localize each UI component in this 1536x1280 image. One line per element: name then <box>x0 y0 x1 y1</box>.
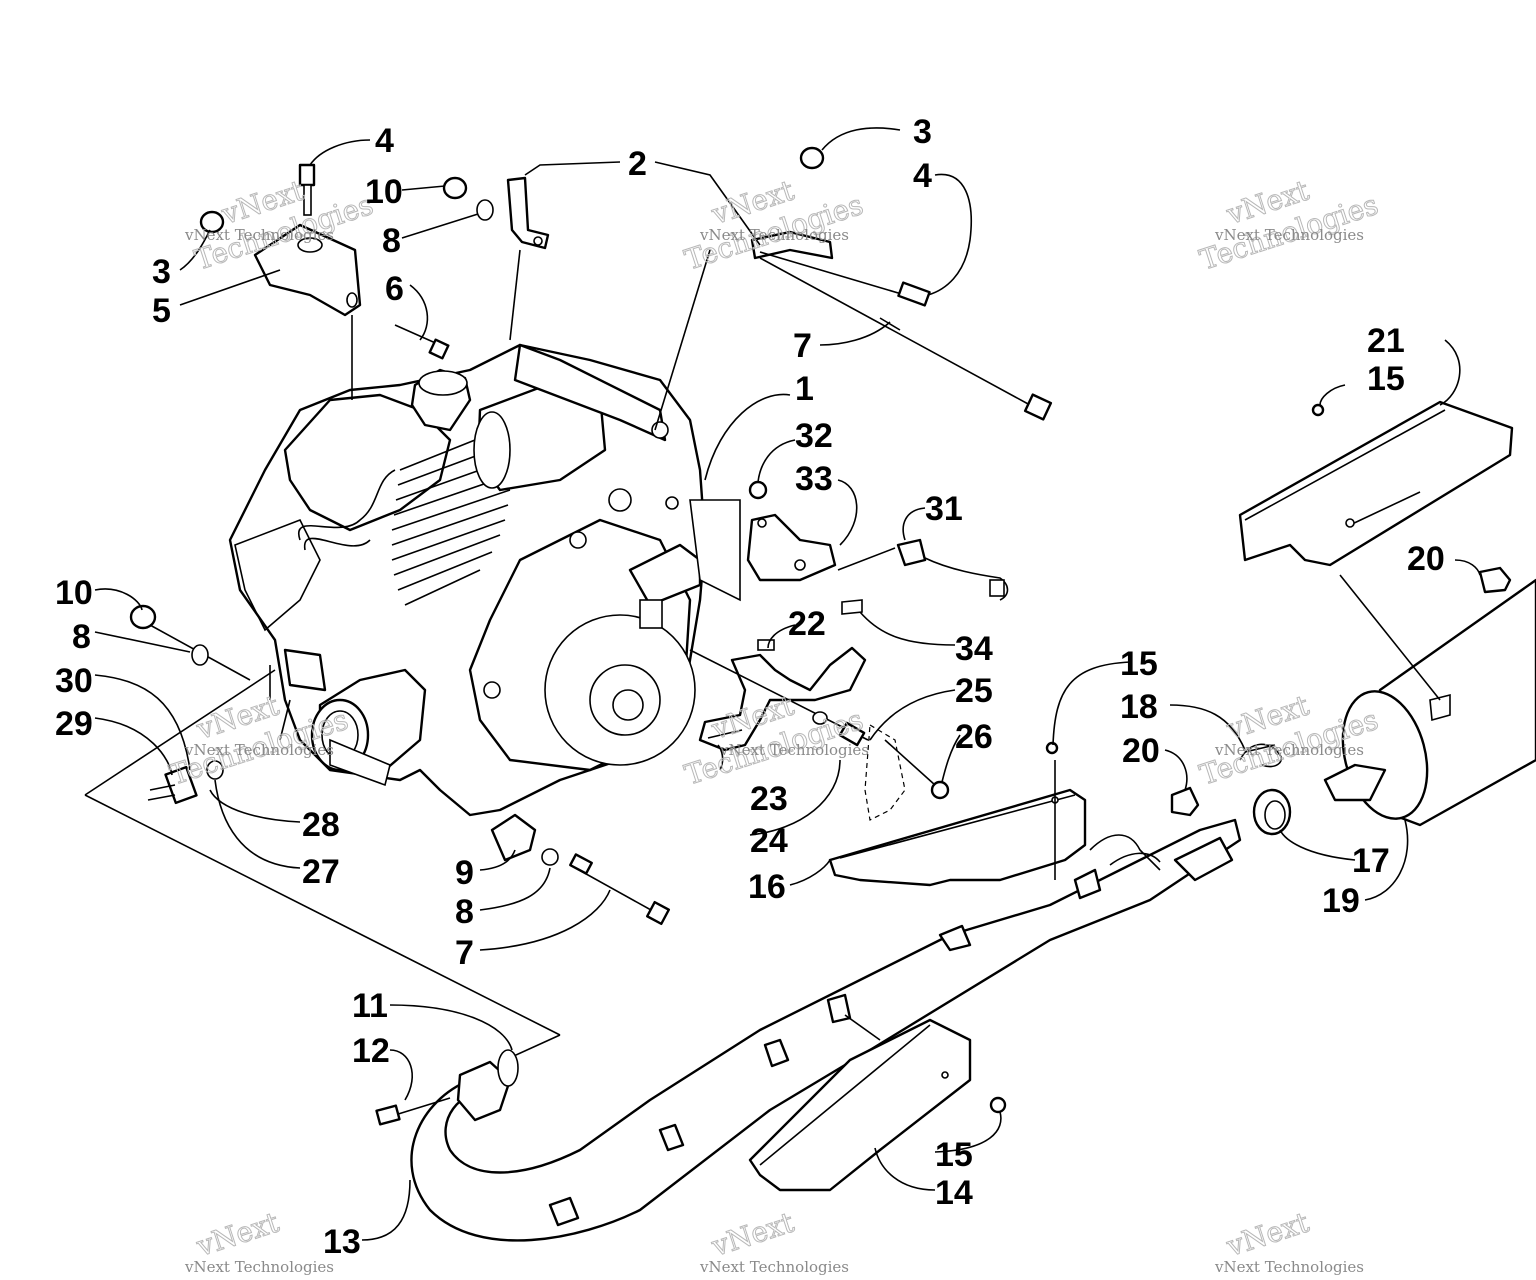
watermark-small-1: vNext Technologies <box>184 226 334 244</box>
exhaust-pipe <box>375 760 1242 1242</box>
callout-4: 4 <box>913 157 932 195</box>
upper-heat-shield <box>1238 400 1536 596</box>
watermark-small-2: vNext Technologies <box>699 226 849 244</box>
callout-22: 22 <box>788 605 826 643</box>
watermark-small-4: vNext Technologies <box>184 741 334 759</box>
callout-11: 11 <box>352 987 388 1025</box>
callout-10: 10 <box>365 173 403 211</box>
callout-labels: 4 10 8 3 5 6 2 3 4 7 1 32 33 31 34 21 15… <box>55 113 1445 1261</box>
callout-3: 3 <box>152 253 171 291</box>
callout-19: 19 <box>1322 882 1360 920</box>
shift-lever <box>689 639 950 821</box>
watermarks: vNext Technologies vNext Technologies vN… <box>165 173 1382 1276</box>
watermark-big-9a: vNext <box>1222 1205 1314 1263</box>
callout-3: 3 <box>913 113 932 151</box>
callout-4: 4 <box>375 122 394 160</box>
callout-16: 16 <box>748 868 786 906</box>
callout-2: 2 <box>628 145 647 183</box>
callout-15: 15 <box>935 1136 973 1174</box>
watermark-small-5: vNext Technologies <box>719 741 869 759</box>
top-bracket <box>442 176 550 341</box>
callout-28: 28 <box>302 806 340 844</box>
callout-31: 31 <box>925 490 963 528</box>
callout-20: 20 <box>1407 540 1445 578</box>
callout-15: 15 <box>1367 360 1405 398</box>
callout-7: 7 <box>793 327 812 365</box>
callout-8: 8 <box>382 222 401 260</box>
callout-27: 27 <box>302 853 340 891</box>
callout-32: 32 <box>795 417 833 455</box>
watermark-small-8: vNext Technologies <box>699 1258 849 1276</box>
callout-18: 18 <box>1120 688 1158 726</box>
callout-34: 34 <box>955 630 993 668</box>
callout-13: 13 <box>323 1223 361 1261</box>
callout-33: 33 <box>795 460 833 498</box>
callout-6: 6 <box>385 270 404 308</box>
callout-20: 20 <box>1122 732 1160 770</box>
callout-12: 12 <box>352 1032 390 1070</box>
lower-pipe-shield <box>748 1014 1007 1192</box>
watermark-small-9: vNext Technologies <box>1214 1258 1364 1276</box>
watermark-small-3: vNext Technologies <box>1214 226 1364 244</box>
callout-14: 14 <box>935 1174 973 1212</box>
callout-29: 29 <box>55 705 93 743</box>
callout-7: 7 <box>455 934 474 972</box>
callout-21: 21 <box>1367 322 1405 360</box>
callout-5: 5 <box>152 292 171 330</box>
callout-15: 15 <box>1120 645 1158 683</box>
upper-right-link <box>654 146 1053 431</box>
left-mount <box>129 604 327 805</box>
watermark-big-8a: vNext <box>707 1205 799 1263</box>
watermark-small-6: vNext Technologies <box>1214 741 1364 759</box>
engine-assembly <box>228 343 741 817</box>
watermark-big-7a: vNext <box>192 1205 284 1263</box>
upper-left-mount <box>199 163 450 400</box>
sensor-bracket <box>746 480 1009 615</box>
exhaust-joint-parts <box>1170 743 1292 836</box>
callout-1: 1 <box>795 370 814 408</box>
watermark-small-7: vNext Technologies <box>184 1258 334 1276</box>
leader-lines <box>94 127 1481 1241</box>
callout-10: 10 <box>55 574 93 612</box>
callout-30: 30 <box>55 662 93 700</box>
callout-25: 25 <box>955 672 993 710</box>
lower-heat-shield <box>828 741 1087 887</box>
muffler <box>1323 574 1536 827</box>
callout-8: 8 <box>455 893 474 931</box>
callout-26: 26 <box>955 718 993 756</box>
callout-8: 8 <box>72 618 91 656</box>
callout-9: 9 <box>455 854 474 892</box>
lower-mount-bolts <box>490 813 671 926</box>
callout-24: 24 <box>750 822 788 860</box>
callout-23: 23 <box>750 780 788 818</box>
callout-17: 17 <box>1352 842 1390 880</box>
